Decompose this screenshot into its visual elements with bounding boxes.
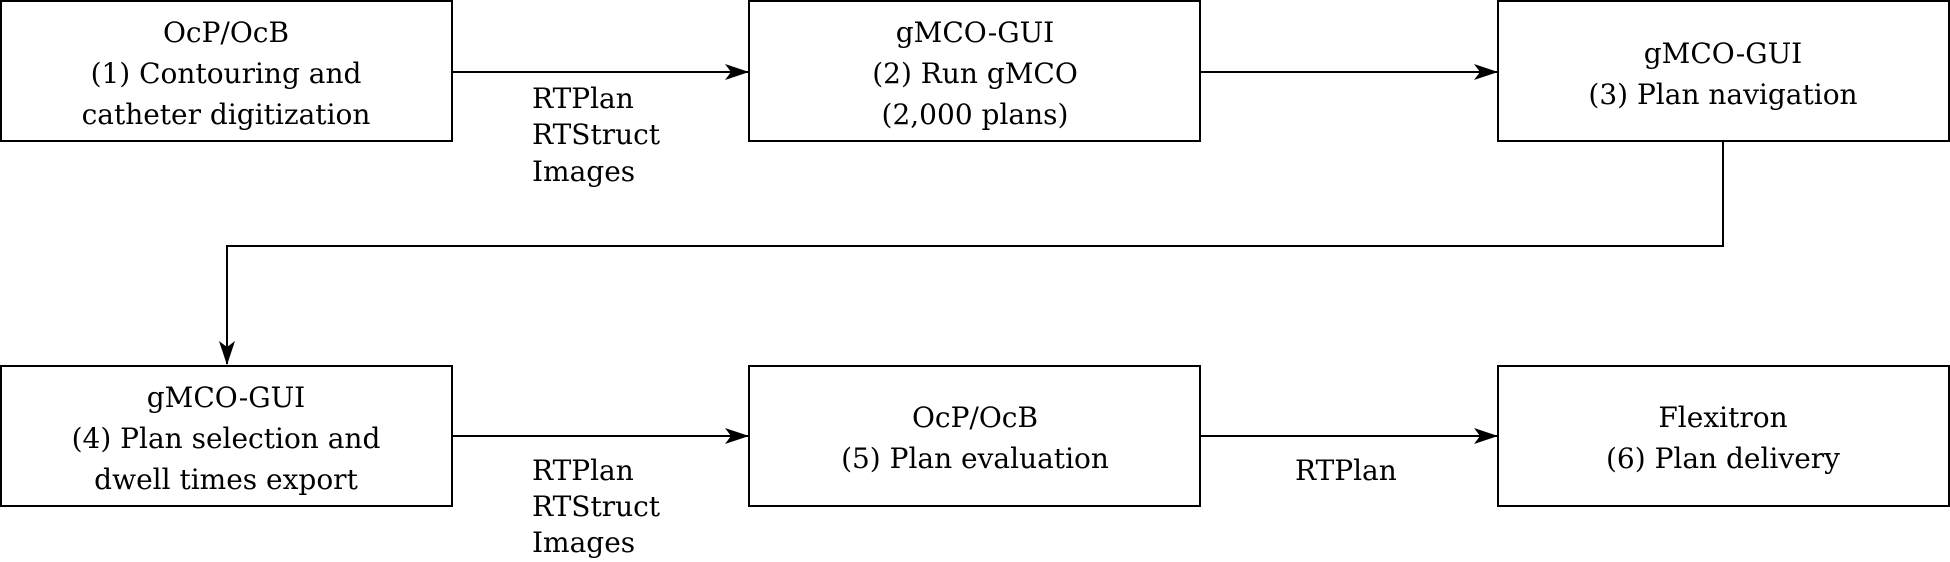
edge-label: RTPlan <box>532 454 634 487</box>
node-3: gMCO-GUI (3) Plan navigation <box>1497 0 1950 142</box>
edge-label: RTPlan <box>532 82 634 115</box>
edge-3-4 <box>219 142 1724 365</box>
node-box <box>748 365 1201 507</box>
edge-4-5: RTPlan RTStruct Images <box>452 428 749 559</box>
node-label-line: (2,000 plans) <box>882 98 1069 131</box>
node-box <box>1497 0 1950 142</box>
edge-label: RTStruct <box>532 490 661 523</box>
edge-label: RTStruct <box>532 118 661 151</box>
node-label-line: (6) Plan delivery <box>1606 442 1840 475</box>
node-label-line: (1) Contouring and <box>91 57 362 90</box>
arrow-3-4 <box>219 142 1724 365</box>
edge-label: Images <box>532 526 635 559</box>
node-label-line: (3) Plan navigation <box>1588 78 1857 111</box>
node-4: gMCO-GUI (4) Plan selection and dwell ti… <box>0 365 453 507</box>
edge-label: Images <box>532 155 635 188</box>
edge-5-6: RTPlan <box>1200 428 1498 487</box>
node-label-line: gMCO-GUI <box>896 16 1054 49</box>
node-label-line: OcP/OcB <box>912 401 1038 434</box>
node-box <box>0 365 453 507</box>
node-label-line: OcP/OcB <box>163 16 289 49</box>
node-label-line: (4) Plan selection and <box>72 422 381 455</box>
node-1: OcP/OcB (1) Contouring and catheter digi… <box>0 0 453 142</box>
node-label-line: Flexitron <box>1658 401 1787 434</box>
node-label-line: gMCO-GUI <box>147 381 305 414</box>
node-5: OcP/OcB (5) Plan evaluation <box>748 365 1201 507</box>
node-2: gMCO-GUI (2) Run gMCO (2,000 plans) <box>748 0 1201 142</box>
node-box <box>748 0 1201 142</box>
node-box <box>0 0 453 142</box>
node-box <box>1497 365 1950 507</box>
node-label-line: gMCO-GUI <box>1644 37 1802 70</box>
node-6: Flexitron (6) Plan delivery <box>1497 365 1950 507</box>
node-label-line: dwell times export <box>94 463 358 496</box>
node-label-line: (2) Run gMCO <box>872 57 1078 90</box>
node-label-line: catheter digitization <box>82 98 371 131</box>
edge-1-2: RTPlan RTStruct Images <box>452 64 749 188</box>
node-label-line: (5) Plan evaluation <box>841 442 1109 475</box>
edge-label: RTPlan <box>1295 454 1397 487</box>
